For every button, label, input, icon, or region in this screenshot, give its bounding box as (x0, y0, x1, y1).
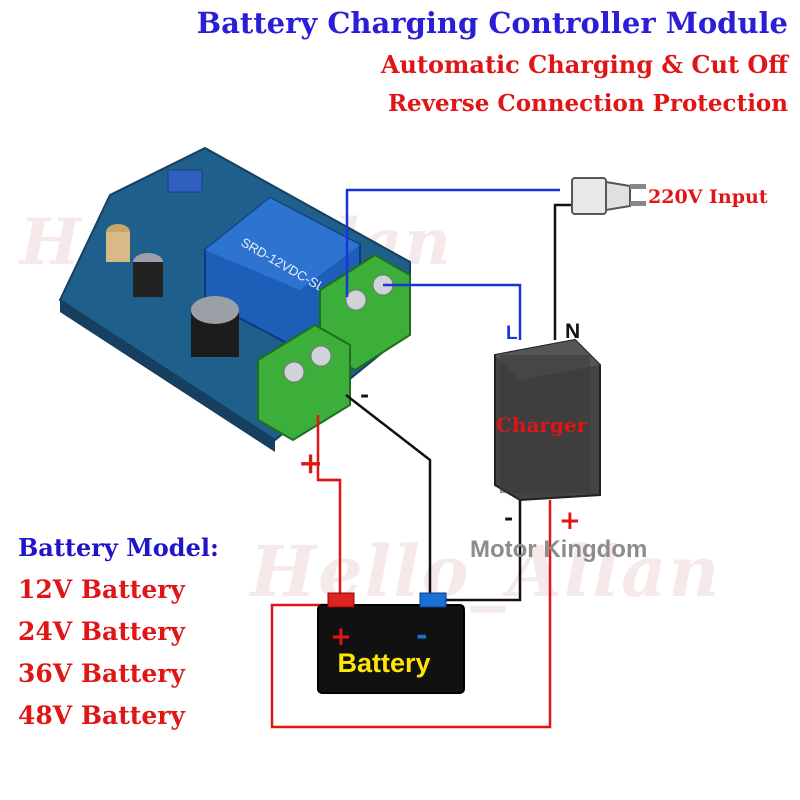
board-plus-label: + (298, 446, 324, 481)
brand-watermark: Motor Kingdom (470, 536, 648, 563)
battery-label: Battery (337, 648, 431, 678)
battery-model-item: 24V Battery (18, 617, 185, 646)
charger-plus-label: + (559, 506, 581, 536)
battery-minus-label: - (416, 618, 428, 651)
charger-minus-label: - (504, 505, 514, 531)
power-plug (571, 177, 646, 215)
page-title: Battery Charging Controller Module (196, 6, 788, 40)
subtitle-auto-charging: Automatic Charging & Cut Off (380, 50, 788, 79)
capacitor (191, 296, 239, 357)
charger (494, 338, 601, 502)
battery-model-title: Battery Model: (18, 533, 219, 562)
red-wires (270, 415, 552, 729)
subtitle-reverse-protection: Reverse Connection Protection (387, 90, 788, 117)
battery-model-item: 48V Battery (18, 701, 185, 730)
capacitor (106, 224, 130, 262)
input-label: 220V Input (648, 186, 768, 208)
controller-board: SRD-12VDC-SL-C (58, 146, 411, 452)
battery (317, 592, 465, 694)
terminal-block-battery (257, 323, 351, 442)
line-label: L (506, 323, 518, 344)
neutral-label: N (565, 320, 581, 343)
battery-model-item: 36V Battery (18, 659, 185, 688)
battery-plus-label: + (330, 622, 352, 652)
potentiometer (167, 169, 203, 193)
charger-label: Charger (496, 413, 588, 437)
battery-model-item: 12V Battery (18, 575, 185, 604)
blue-wires (345, 188, 560, 340)
board-minus-label: - (360, 382, 370, 408)
capacitor (133, 253, 163, 297)
